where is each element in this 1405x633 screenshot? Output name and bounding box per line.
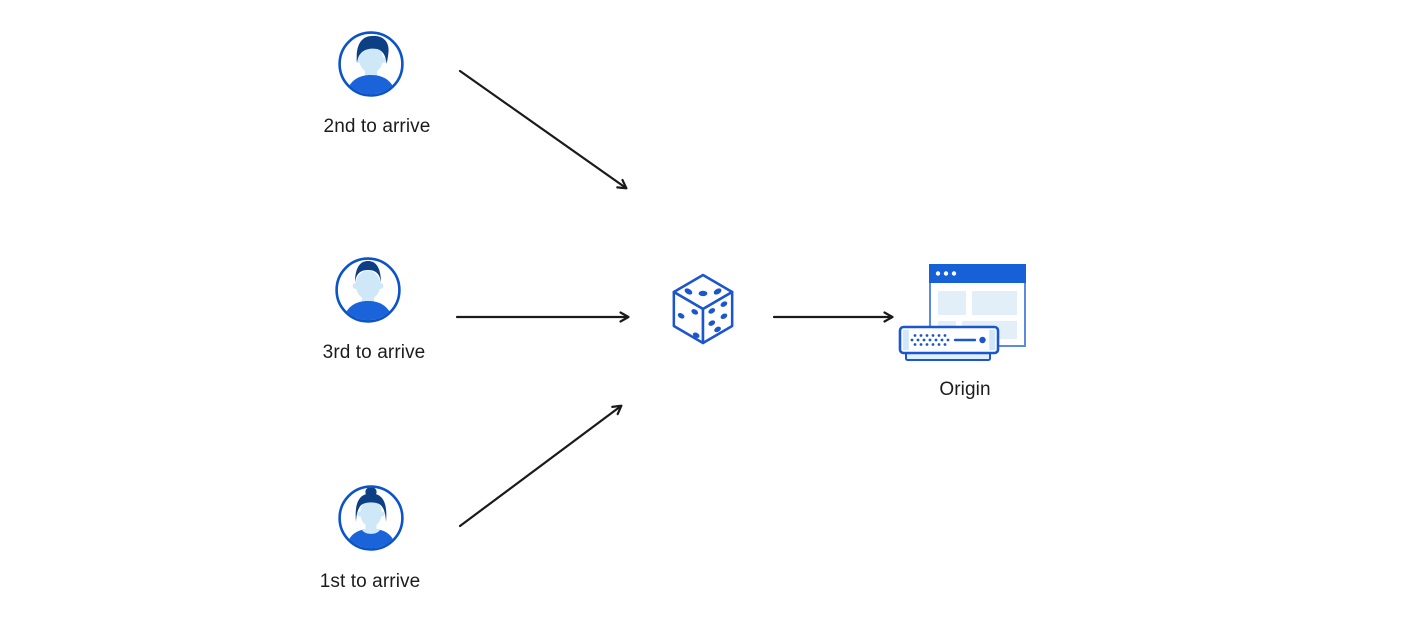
arrow-second-user-to-dice [458, 69, 628, 190]
server-appliance-icon [898, 325, 1000, 361]
client-label-second: 2nd to arrive [323, 116, 431, 137]
client-node-second [337, 30, 405, 98]
origin-label: Origin [939, 379, 991, 400]
dice-icon [672, 273, 734, 345]
user-avatar-female-bun-icon [338, 485, 404, 551]
client-label-third: 3rd to arrive [322, 342, 426, 363]
client-node-first [337, 484, 405, 552]
user-avatar-male-short-hair-icon [335, 257, 401, 323]
origin-server-browser-icon [898, 264, 1026, 361]
arrow-first-user-to-dice [458, 404, 623, 528]
randomizer-node [668, 270, 738, 348]
client-node-third [334, 256, 402, 324]
origin-node [893, 262, 1033, 364]
client-label-first: 1st to arrive [319, 571, 421, 592]
server-status-light [979, 336, 986, 344]
server-vent-dots [910, 334, 950, 346]
user-avatar-male-swept-hair-icon [338, 31, 404, 97]
